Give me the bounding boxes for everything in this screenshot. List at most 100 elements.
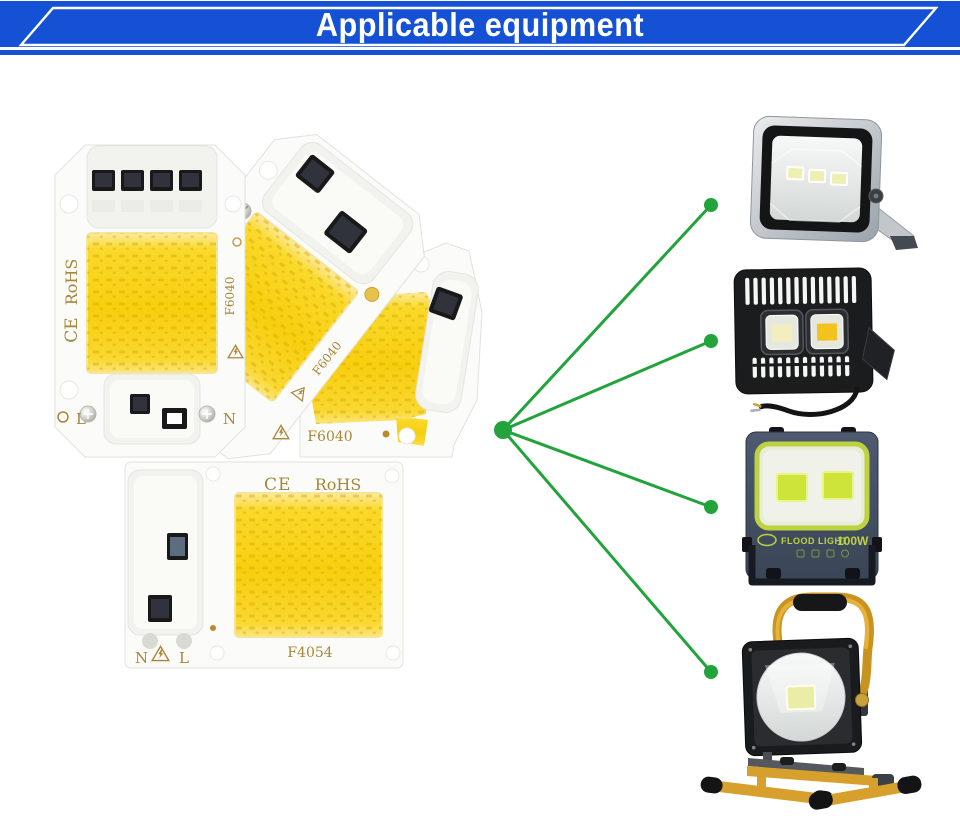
- fl3-led-chip: [776, 473, 808, 502]
- terminal-pad: [142, 633, 158, 649]
- chip-bottom-mount-hole: [384, 468, 400, 484]
- chip-right-mount-hole: [398, 427, 416, 445]
- chip-middle-component-a: [295, 154, 335, 193]
- fl3-flood-light-label: FLOOD LIGHT: [781, 536, 848, 546]
- fl1-reflector-facets: [769, 148, 862, 223]
- cob-chip-front: RoHS CE F6040 L N: [54, 144, 246, 458]
- terminal-pad: [176, 633, 192, 649]
- fl1-led-chip: [786, 166, 805, 181]
- fl1-led-chip: [829, 171, 849, 187]
- terminal-n-label: N: [135, 649, 148, 667]
- cob-chip-cluster: F6040 F6040: [54, 115, 483, 669]
- fl4-rail-knob: [832, 763, 846, 771]
- connector-line-3: [502, 428, 712, 509]
- chip-bottom-mount-hole: [209, 645, 225, 661]
- fl1-knob-center: [873, 193, 879, 199]
- chip-bottom-mount-hole: [205, 466, 221, 482]
- fl2-top-grill: [745, 276, 857, 305]
- chip-right-component: [428, 286, 463, 321]
- chip-front-cob-dots: [87, 233, 217, 373]
- fl4-leg-post: [869, 778, 878, 794]
- solder-sparkle: [202, 409, 212, 419]
- floodlight-1-image: [749, 115, 918, 250]
- fl4-gray-rail: [748, 758, 864, 776]
- section-banner: Applicable equipment: [0, 1, 960, 47]
- fl4-screw: [848, 644, 853, 649]
- cob-chip-right: [299, 242, 483, 458]
- floodlight-2-image: [733, 267, 895, 417]
- fl2-wire-live: [752, 402, 762, 408]
- banner-parallelogram-outline: [18, 6, 939, 47]
- terminal-n-label: N: [223, 410, 236, 428]
- page-title: Applicable equipment: [315, 6, 645, 43]
- chip-right-dot: [382, 430, 390, 438]
- connector-line-1: [501, 203, 713, 432]
- ce-mark: CE: [264, 475, 291, 495]
- connector-line-2: [502, 339, 712, 432]
- fl1-body: [749, 115, 883, 243]
- fl4-hinge-knob: [855, 693, 869, 707]
- fl2-wire-neutral: [750, 408, 761, 413]
- fl3-reflector: [763, 450, 861, 522]
- fl4-leg-cap: [808, 791, 833, 810]
- cob-chip-bottom: CE RoHS F4054 N L: [124, 461, 404, 669]
- connector-end-dot: [704, 198, 718, 212]
- chip-front-rohs-label: RoHS: [62, 259, 81, 306]
- fl2-bracket: [861, 326, 895, 381]
- chip-front-pad-ring: [232, 237, 242, 247]
- connector-end-dot: [704, 500, 718, 514]
- connector-end-dot: [704, 665, 718, 679]
- fl4-leg-cap: [897, 775, 922, 795]
- fl4-leg-cap: [700, 776, 723, 794]
- floodlight-4-image: [700, 592, 922, 810]
- chip-front-mount-hole: [59, 380, 79, 400]
- fl4-led-chip: [785, 684, 817, 711]
- chip-bottom-cob-dots: [235, 493, 382, 637]
- fl2-led-module-right: [805, 308, 850, 355]
- chip-front-component-a-core: [133, 397, 147, 411]
- chip-front-mount-hole: [224, 195, 242, 213]
- fl3-led-chip: [822, 471, 854, 500]
- fl3-wattage-label: 100W: [837, 534, 869, 548]
- chip-middle-component-b: [324, 210, 368, 254]
- connector-end-dot: [704, 334, 718, 348]
- fl2-bottom-grill: [752, 356, 850, 378]
- fl4-leg-post: [757, 772, 766, 790]
- connector-line-4: [501, 429, 713, 673]
- fl4-head: [741, 637, 863, 757]
- fl4-screw: [751, 745, 756, 750]
- fl3-clip: [766, 568, 781, 579]
- banner-outline-shape: [18, 6, 939, 47]
- fl2-led-module-left: [760, 309, 805, 356]
- fl2-led-chip-warmwhite: [771, 324, 793, 342]
- chip-front-contacts: [92, 170, 202, 212]
- chip-bottom-mount-hole: [385, 645, 401, 661]
- chip-middle-mount-hole: [258, 160, 278, 180]
- ce-mark: CE: [62, 317, 82, 342]
- chip-front-mount-hole: [59, 194, 79, 214]
- chip-bottom-component-a-core: [170, 537, 185, 556]
- terminal-ring: [57, 411, 69, 423]
- chip-right-bottom-markings: F6040: [272, 424, 416, 445]
- fl3-clip: [845, 568, 860, 579]
- terminal-l-label: L: [76, 410, 86, 428]
- floodlight-3-image: FLOOD LIGHT 100W: [742, 427, 882, 586]
- chip-bottom-rohs-label: RoHS: [315, 475, 362, 494]
- chip-right-model-label: F6040: [307, 429, 352, 445]
- fl1-led-chip: [807, 168, 827, 184]
- chip-front-component-b-core: [167, 413, 182, 424]
- certification-icons: [796, 549, 849, 558]
- fl1-bracket-foot: [890, 236, 918, 250]
- chip-bottom-module-sheen: [134, 476, 197, 629]
- banner-underline-stripe: [0, 50, 960, 55]
- terminal-l-label: L: [179, 649, 189, 667]
- fl2-power-cable: [758, 386, 860, 417]
- chip-bottom-component-b-core: [151, 599, 169, 618]
- fl2-led-chip-warm: [816, 323, 838, 341]
- fl4-rail-knob: [780, 757, 794, 765]
- fl4-screw: [748, 647, 753, 652]
- fl4-crossbar: [747, 766, 877, 786]
- solder-sparkle: [83, 409, 93, 419]
- connector-hub-dot: [494, 421, 512, 439]
- chip-front-model-label: F6040: [223, 277, 237, 316]
